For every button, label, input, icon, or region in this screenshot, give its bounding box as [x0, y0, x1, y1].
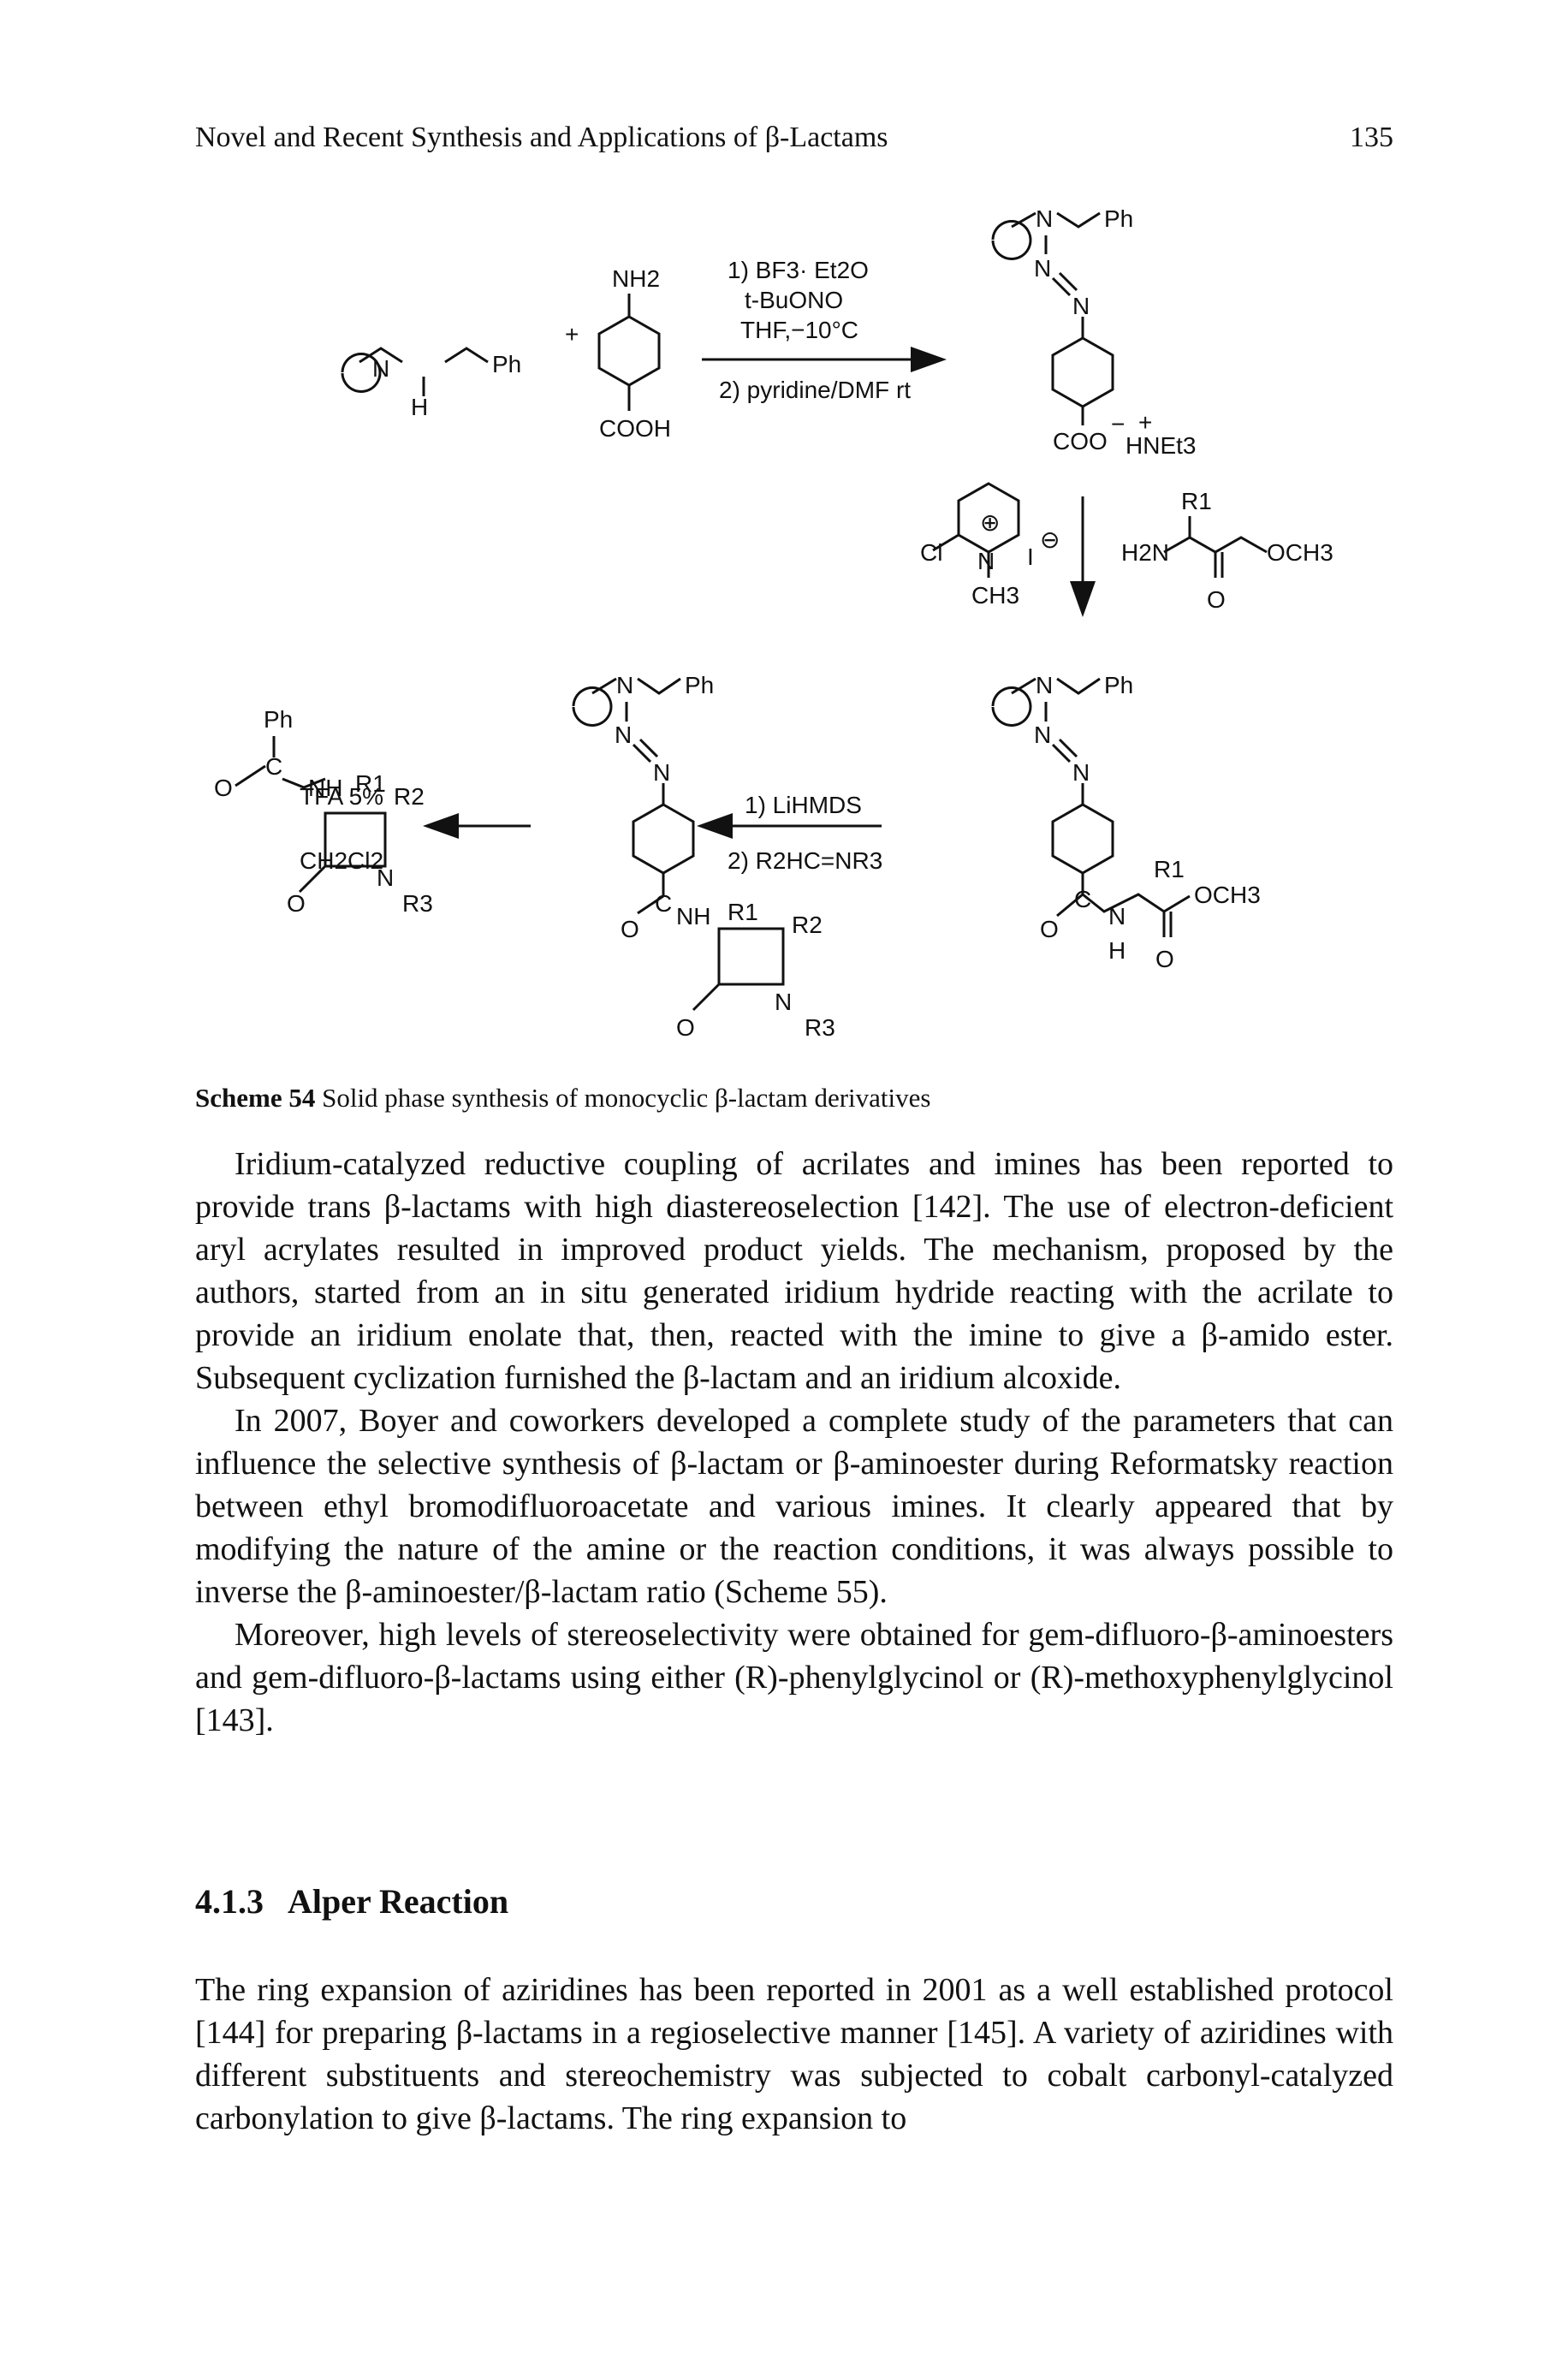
scheme-caption: Scheme 54 Solid phase synthesis of monoc… [195, 1083, 930, 1114]
final-product: Ph C O NH R1 R2 N R3 O [214, 706, 433, 917]
final-r1: R1 [355, 770, 386, 797]
arrow3-cond-1: 1) LiHMDS [745, 792, 862, 818]
product3-nh: NH [676, 903, 710, 930]
caption-label: Scheme 54 [195, 1083, 316, 1113]
product3-r1: R1 [728, 899, 758, 925]
product2-h: H [1108, 937, 1126, 964]
paragraph-3: Moreover, high levels of stereoselectivi… [195, 1617, 1393, 1738]
amino-r1: R1 [1181, 488, 1212, 514]
salt-cl: Cl [920, 539, 942, 566]
reactant2-cooh: COOH [599, 415, 671, 442]
paragraph-1: Iridium-catalyzed reductive coupling of … [195, 1146, 1393, 1396]
product3-ph: Ph [685, 672, 714, 698]
product1-plus: + [1138, 409, 1152, 436]
resin-bead-icon [991, 220, 1032, 260]
final-o2: O [287, 890, 306, 917]
product2-n4: N [1108, 903, 1126, 930]
reactant1-n: N [372, 355, 389, 382]
final-nh: NH [308, 775, 342, 801]
product1-coo: COO [1053, 428, 1108, 454]
reactant1-h: H [411, 394, 428, 420]
product3-n1: N [616, 672, 633, 698]
product3-o2: O [676, 1014, 695, 1041]
section-title: Alper Reaction [288, 1882, 509, 1921]
amino-o: O [1207, 586, 1226, 613]
caption-text: Solid phase synthesis of monocyclic β-la… [322, 1083, 931, 1113]
product3-r2: R2 [792, 912, 823, 938]
final-ph: Ph [264, 706, 293, 733]
product1-minus: − [1111, 411, 1125, 437]
product1-hnet3: HNEt3 [1126, 432, 1196, 459]
product2-r1: R1 [1154, 856, 1185, 882]
product2-ph: Ph [1104, 672, 1133, 698]
salt-ch3: CH3 [971, 582, 1019, 609]
product2-och3: OCH3 [1194, 882, 1261, 908]
salt-n: N [977, 548, 995, 574]
product2-o2: O [1155, 946, 1174, 972]
product2-c: C [1074, 886, 1091, 912]
final-c: C [265, 753, 282, 780]
salt-iodide: I [1027, 544, 1034, 570]
arrow4-cond-1: TFA 5% [300, 783, 383, 810]
body-text-2: The ring expansion of aziridines has bee… [195, 1969, 1393, 2140]
arrow3-cond-2: 2) R2HC=NR3 [728, 847, 882, 874]
arrow1-cond-4: 2) pyridine/DMF rt [719, 377, 911, 403]
arrow1-cond-2: t-BuONO [745, 287, 843, 313]
salt-charge-plus: ⊕ [980, 509, 1000, 536]
amino-och3: OCH3 [1267, 539, 1333, 566]
product3-c: C [655, 890, 672, 917]
amino-h2n: H2N [1121, 539, 1169, 566]
product2-o1: O [1040, 916, 1059, 942]
paragraph-4: The ring expansion of aziridines has bee… [195, 1972, 1393, 2136]
product3-n4: N [775, 989, 792, 1015]
salt-charge-minus: ⊖ [1040, 526, 1060, 553]
resin-bead-icon [341, 353, 382, 393]
resin-bead-icon [991, 686, 1032, 727]
paragraph-2: In 2007, Boyer and coworkers developed a… [195, 1403, 1393, 1610]
running-head-title: Novel and Recent Synthesis and Applicati… [195, 122, 888, 153]
arrow1-cond-3: THF,−10°C [740, 317, 858, 343]
final-r2: R2 [394, 783, 425, 810]
page-number: 135 [1350, 122, 1393, 153]
product1-n1: N [1036, 205, 1053, 232]
product1-n3: N [1072, 293, 1090, 319]
product2-n3: N [1072, 759, 1090, 786]
body-text: Iridium-catalyzed reductive coupling of … [195, 1143, 1393, 1742]
final-o: O [214, 775, 233, 801]
reactant2-nh2: NH2 [612, 265, 660, 292]
running-head: Novel and Recent Synthesis and Applicati… [195, 122, 1393, 164]
product3-r3: R3 [805, 1014, 835, 1041]
arrow1-cond-1: 1) BF3· Et2O [728, 257, 869, 283]
section-heading: 4.1.3 Alper Reaction [195, 1881, 532, 1922]
product1-ph: Ph [1104, 205, 1133, 232]
arrow4-cond-2: CH2Cl2 [300, 847, 383, 874]
product3-n2: N [615, 722, 632, 748]
resin-bead-icon [572, 686, 613, 727]
section-number: 4.1.3 [195, 1882, 264, 1921]
reactant1-ph: Ph [492, 351, 521, 377]
reaction-scheme: N H Ph + NH2 COOH 1) BF3· Et2O t-BuONO T… [300, 205, 1333, 1041]
product1-n2: N [1034, 255, 1051, 282]
final-n: N [377, 864, 394, 891]
product3-o: O [621, 916, 639, 942]
product2-n2: N [1034, 722, 1051, 748]
product3-n3: N [653, 759, 670, 786]
final-r3: R3 [402, 890, 433, 917]
product2-n1: N [1036, 672, 1053, 698]
plus-sign: + [565, 321, 579, 347]
